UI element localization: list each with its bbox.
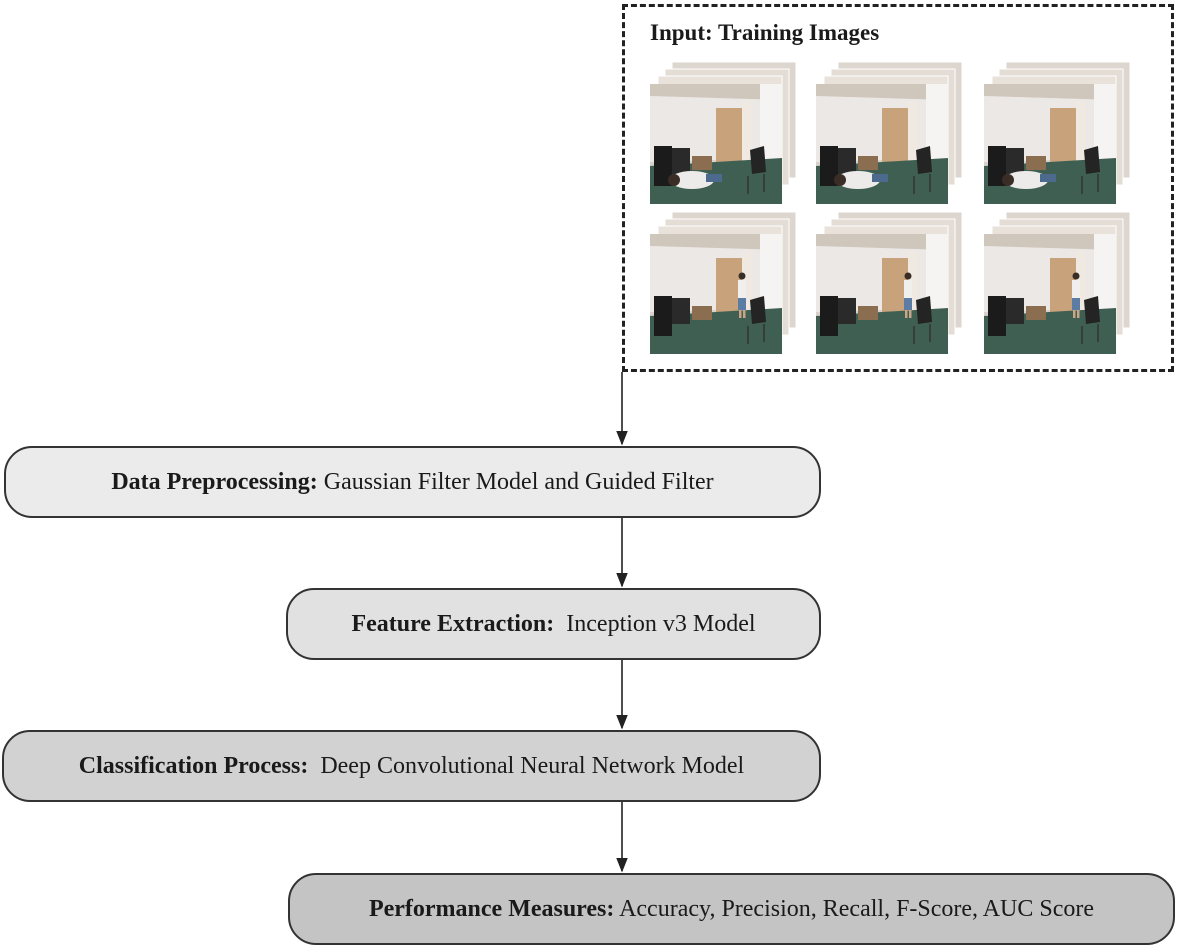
training-image-thumbnail [816, 61, 963, 204]
person-standing [1072, 272, 1080, 318]
stage-classification-process: Classification Process: Deep Convolution… [2, 730, 821, 802]
person-standing [904, 272, 912, 318]
stage-label: Performance Measures: [368, 895, 615, 922]
person-fallen [834, 171, 888, 189]
stage-text: Inception v3 Model [554, 610, 756, 637]
person-fallen [1002, 171, 1056, 189]
stage-text: Accuracy, Precision, Recall, F-Score, AU… [614, 895, 1095, 922]
person-standing [738, 272, 746, 318]
stage-label: Feature Extraction: [351, 610, 555, 637]
stage-performance-measures: Performance Measures: Accuracy, Precisio… [288, 873, 1175, 945]
stage-label: Classification Process: [78, 752, 309, 779]
training-image-thumbnail [650, 61, 797, 204]
stage-feature-extraction: Feature Extraction: Inception v3 Model [286, 588, 821, 660]
stage-text: Deep Convolutional Neural Network Model [308, 752, 745, 779]
stage-label: Data Preprocessing: [111, 468, 318, 495]
training-image-thumbnail [984, 61, 1131, 204]
training-image-thumbnail [984, 211, 1131, 354]
stage-text: Gaussian Filter Model and Guided Filter [317, 468, 714, 495]
input-images-box [622, 4, 1174, 372]
stage-data-preprocessing: Data Preprocessing: Gaussian Filter Mode… [4, 446, 821, 518]
training-image-thumbnail [816, 211, 963, 354]
input-title: Input: Training Images [650, 20, 880, 45]
training-image-thumbnail [650, 211, 797, 354]
person-fallen [668, 171, 722, 189]
